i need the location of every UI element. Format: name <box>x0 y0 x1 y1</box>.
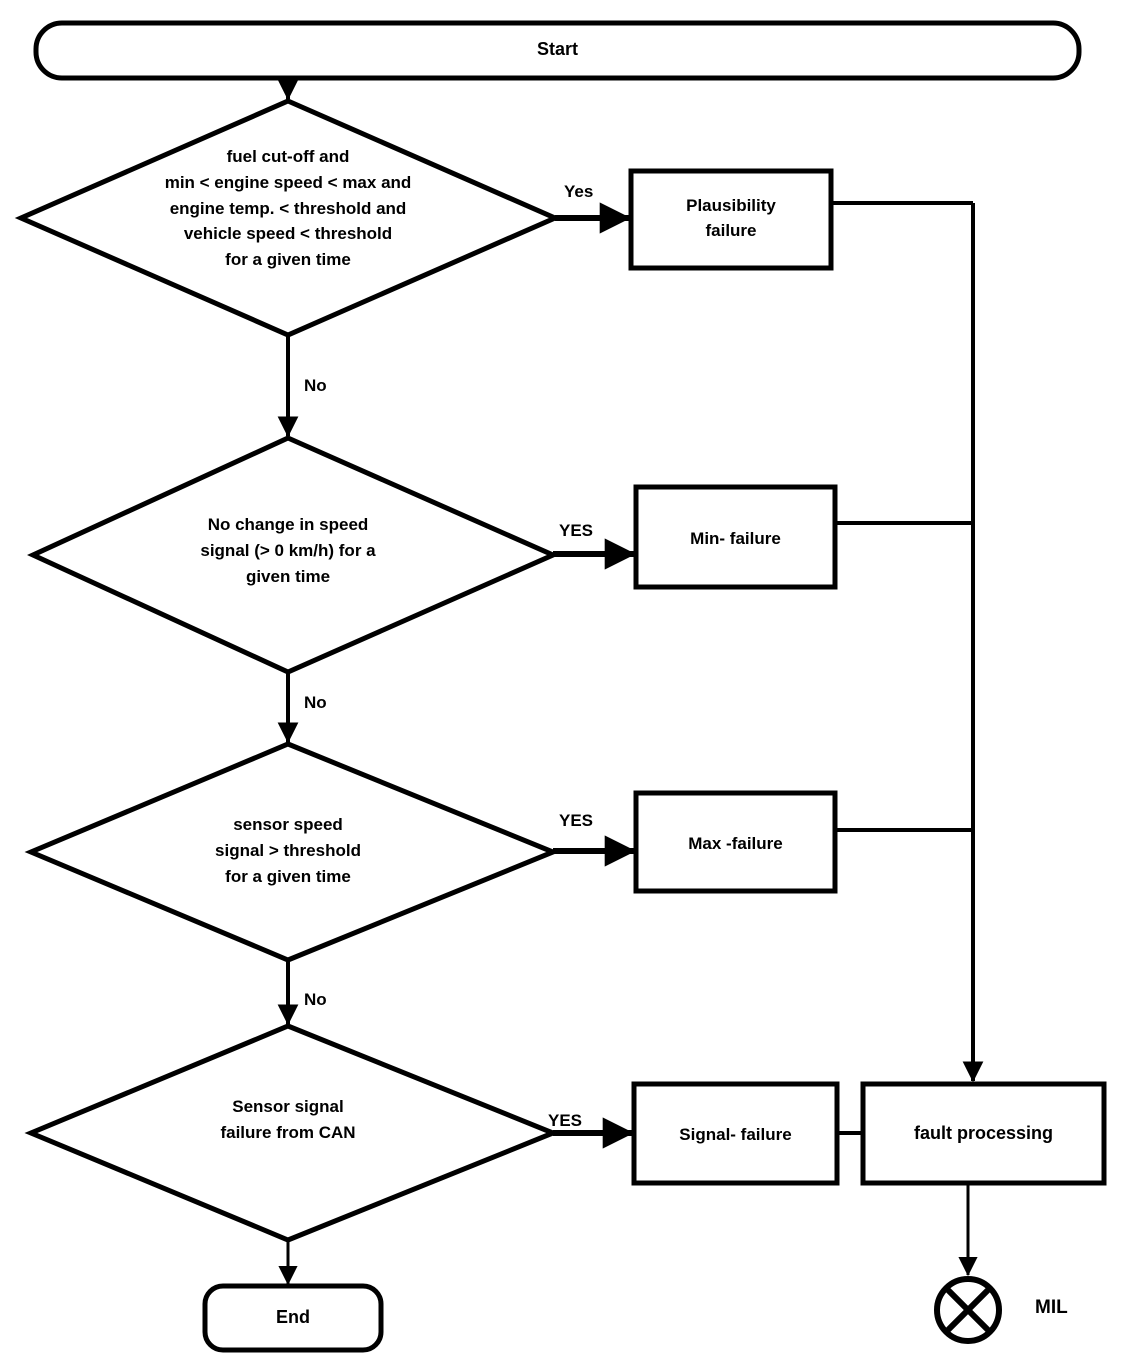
decision4-node-shape <box>24 1023 560 1243</box>
min-failure-node-shape <box>633 484 838 590</box>
plausibility-failure-node-shape <box>628 168 834 271</box>
mil-lamp-icon <box>934 1276 1002 1344</box>
edge-label-no-1: No <box>304 376 327 395</box>
decision3-node-shape <box>24 741 560 963</box>
decision2-node-shape <box>27 435 560 675</box>
edge-label-yes-4: YES <box>548 1111 583 1130</box>
start-node-shape <box>33 20 1082 81</box>
end-node-shape <box>202 1283 384 1353</box>
max-failure-node-shape <box>633 790 838 894</box>
edge-label-yes-2: YES <box>559 521 594 540</box>
mil-label: MIL <box>1035 1297 1068 1318</box>
edge-label-yes-1: Yes <box>564 182 594 201</box>
edge-label-yes-3: YES <box>559 811 594 830</box>
decision1-node-shape <box>14 98 562 338</box>
edge-label-no-3: No <box>304 990 327 1009</box>
edge-label-no-2: No <box>304 693 327 712</box>
signal-failure-node-shape <box>631 1081 840 1186</box>
fault-processing-node-shape <box>860 1081 1107 1186</box>
